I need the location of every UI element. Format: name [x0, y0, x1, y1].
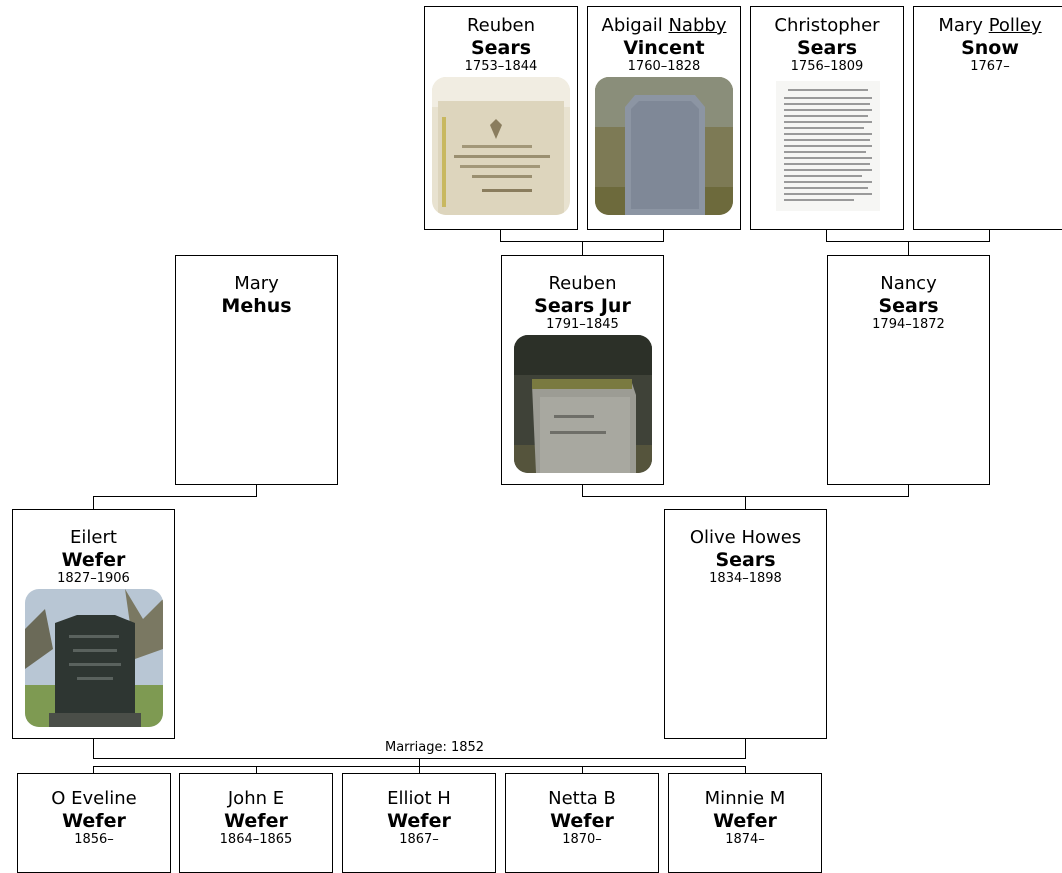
- life-dates: 1874–: [725, 832, 765, 847]
- surname: Sears Jur: [534, 295, 631, 317]
- person-card-john-e-wefer[interactable]: John E Wefer 1864–1865: [179, 773, 333, 873]
- life-dates: 1834–1898: [709, 571, 782, 586]
- life-dates: 1794–1872: [872, 317, 945, 332]
- surname: Mehus: [221, 295, 292, 317]
- person-card-elliot-h-wefer[interactable]: Elliot H Wefer 1867–: [342, 773, 496, 873]
- surname: Sears: [715, 549, 776, 571]
- connector-line: [500, 229, 501, 242]
- given-name: John E: [227, 788, 285, 809]
- life-dates: 1856–: [74, 832, 114, 847]
- connector-line: [582, 241, 583, 256]
- person-card-olive-howes-sears[interactable]: Olive Howes Sears 1834–1898: [664, 509, 827, 739]
- surname: Wefer: [61, 549, 126, 571]
- connector-line: [908, 241, 909, 256]
- connector-line: [256, 766, 257, 773]
- gravestone-photo[interactable]: [595, 77, 733, 215]
- surname: Snow: [961, 37, 1019, 59]
- connector-line: [745, 496, 746, 510]
- person-card-nancy-sears[interactable]: Nancy Sears 1794–1872: [827, 255, 990, 485]
- given-name: Mary Polley: [938, 15, 1042, 36]
- connector-line: [989, 229, 990, 242]
- connector-line: [419, 766, 420, 773]
- connector-line: [582, 484, 583, 497]
- given-name: Christopher: [774, 15, 880, 36]
- surname: Sears: [796, 37, 858, 59]
- life-dates: 1753–1844: [464, 59, 538, 74]
- connector-line: [908, 484, 909, 497]
- surname: Sears: [470, 37, 532, 59]
- gravestone-photo[interactable]: [432, 77, 570, 215]
- surname: Wefer: [224, 810, 288, 832]
- life-dates: 1767–: [970, 59, 1010, 74]
- connector-line: [745, 738, 746, 759]
- surname: Wefer: [62, 810, 126, 832]
- document-photo[interactable]: [758, 77, 896, 215]
- person-card-reuben-sears[interactable]: Reuben Sears 1753–1844: [424, 6, 578, 230]
- person-card-minnie-m-wefer[interactable]: Minnie M Wefer 1874–: [668, 773, 822, 873]
- given-name: Olive Howes: [689, 527, 802, 548]
- connector-line: [745, 766, 746, 773]
- nickname: Polley: [988, 15, 1042, 36]
- given-name: Netta B: [548, 788, 616, 809]
- given-name: Elliot H: [387, 788, 451, 809]
- given-name: Mary: [234, 273, 279, 294]
- life-dates: 1760–1828: [627, 59, 701, 74]
- person-card-reuben-sears-jur[interactable]: Reuben Sears Jur 1791–1845: [501, 255, 664, 485]
- given-name: Nancy: [880, 273, 937, 294]
- person-card-eilert-wefer[interactable]: Eilert Wefer 1827–1906: [12, 509, 175, 739]
- surname: Vincent: [623, 37, 705, 59]
- given-name: Minnie M: [704, 788, 786, 809]
- surname: Wefer: [550, 810, 614, 832]
- connector-line: [256, 484, 257, 497]
- given-name: Eilert: [70, 527, 117, 548]
- life-dates: 1827–1906: [57, 571, 130, 586]
- connector-line: [826, 229, 827, 242]
- person-card-mary-mehus[interactable]: Mary Mehus: [175, 255, 338, 485]
- given-name: Reuben: [466, 15, 536, 36]
- person-card-o-eveline-wefer[interactable]: O Eveline Wefer 1856–: [17, 773, 171, 873]
- life-dates: 1867–: [399, 832, 439, 847]
- connector-line: [582, 766, 583, 773]
- connector-line: [93, 738, 94, 759]
- connector-line: [93, 496, 257, 497]
- person-card-netta-b-wefer[interactable]: Netta B Wefer 1870–: [505, 773, 659, 873]
- surname: Wefer: [387, 810, 451, 832]
- connector-line: [93, 496, 94, 510]
- marriage-label: Marriage: 1852: [383, 740, 487, 755]
- given-name: Abigail Nabby: [601, 15, 727, 36]
- connector-line: [663, 229, 664, 242]
- surname: Wefer: [713, 810, 777, 832]
- life-dates: 1864–1865: [219, 832, 293, 847]
- given-name: O Eveline: [51, 788, 137, 809]
- connector-line: [93, 766, 94, 773]
- gravestone-photo[interactable]: [24, 589, 163, 727]
- life-dates: 1791–1845: [546, 317, 619, 332]
- connector-line: [419, 758, 420, 766]
- person-card-christopher-sears[interactable]: Christopher Sears 1756–1809: [750, 6, 904, 230]
- nickname: Nabby: [668, 15, 727, 36]
- person-card-abigail-vincent[interactable]: Abigail Nabby Vincent 1760–1828: [587, 6, 741, 230]
- gravestone-photo[interactable]: [513, 335, 652, 473]
- surname: Sears: [878, 295, 939, 317]
- life-dates: 1756–1809: [790, 59, 864, 74]
- person-card-mary-snow[interactable]: Mary Polley Snow 1767–: [913, 6, 1062, 230]
- life-dates: 1870–: [562, 832, 602, 847]
- given-name: Reuben: [548, 273, 617, 294]
